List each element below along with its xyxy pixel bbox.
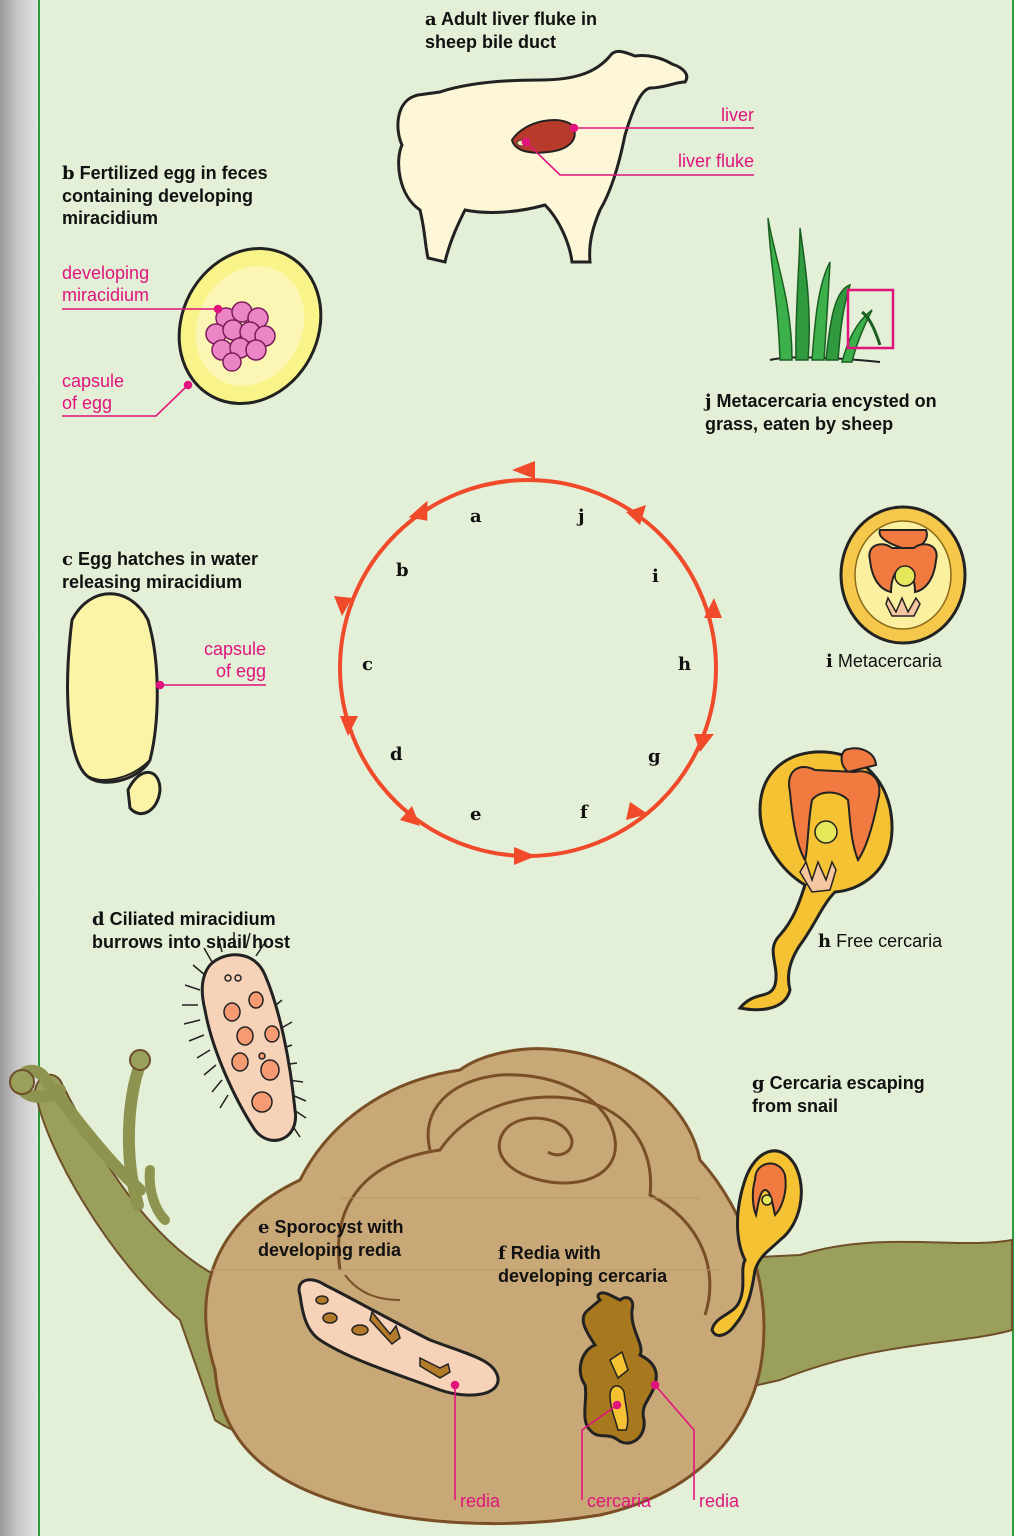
caption-b: b Fertilized egg in feces containing dev… — [62, 162, 268, 229]
caption-c: c Egg hatches in water releasing miracid… — [62, 548, 258, 593]
caption-letter: a — [425, 9, 437, 30]
cycle-letter-i: i — [652, 566, 659, 587]
ciliated-miracidium — [182, 932, 306, 1140]
label-cercaria-f: cercaria — [587, 1490, 651, 1512]
label-liver-fluke: liver fluke — [640, 150, 754, 172]
cycle-letter-h: h — [678, 654, 691, 675]
egg-operculum — [128, 772, 160, 813]
cycle-letter-e: e — [470, 804, 481, 825]
caption-a: a Adult liver fluke in sheep bile duct — [425, 8, 597, 53]
label-redia-e: redia — [460, 1490, 500, 1512]
cycle-letter-b: b — [396, 560, 409, 581]
cycle-letter-j: j — [578, 506, 585, 527]
cycle-letter-a: a — [470, 506, 482, 527]
caption-d: d Ciliated miracidium burrows into snail… — [92, 908, 290, 953]
label-developing-miracidium: developing miracidium — [62, 262, 149, 306]
caption-g: g Cercaria escaping from snail — [752, 1072, 925, 1117]
caption-e: e Sporocyst with developing redia — [258, 1216, 403, 1261]
metacercaria — [841, 507, 965, 643]
egg-c — [68, 594, 160, 814]
caption-j: j Metacercaria encysted on grass, eaten … — [705, 390, 937, 435]
free-cercaria — [740, 748, 892, 1009]
cycle-letter-g: g — [648, 746, 661, 767]
cycle-circle — [334, 461, 722, 865]
snail-tentacle-right — [129, 1065, 140, 1205]
cycle-arrow — [340, 716, 358, 736]
label-capsule-of-egg-b: capsule of egg — [62, 370, 124, 414]
cycle-arrow — [512, 461, 535, 479]
cycle-letter-f: f — [580, 802, 588, 823]
caption-i: i Metacercaria — [826, 650, 942, 673]
cycle-letter-c: c — [362, 654, 373, 675]
label-liver: liver — [680, 104, 754, 126]
grass — [768, 218, 893, 362]
egg-b — [152, 223, 347, 428]
caption-f: f Redia with developing cercaria — [498, 1242, 667, 1287]
cycle-arrow — [514, 847, 536, 865]
caption-h: h Free cercaria — [818, 930, 942, 953]
egg-c-leader-lines — [157, 682, 267, 689]
cycle-letter-d: d — [390, 744, 403, 765]
label-capsule-of-egg-c: capsule of egg — [168, 638, 266, 682]
label-redia-f: redia — [699, 1490, 739, 1512]
